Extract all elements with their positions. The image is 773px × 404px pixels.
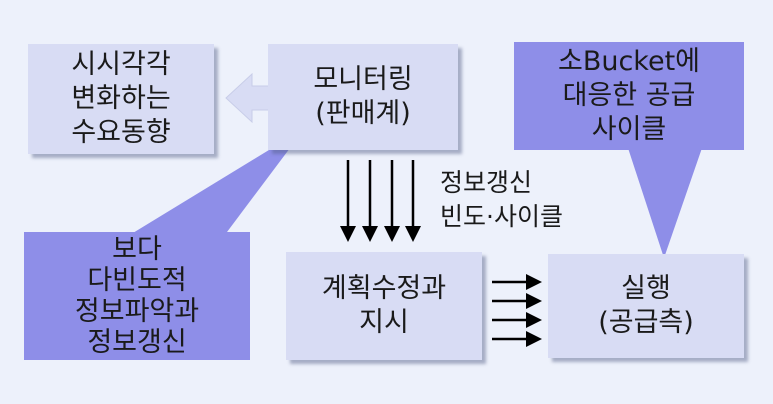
execution-line-1: 실행	[621, 273, 671, 304]
changing-demand-line-1: 시시각각	[71, 49, 171, 80]
changing-demand-line-2: 변화하는	[71, 83, 171, 114]
monitoring-line-1: 모니터링	[313, 64, 413, 95]
execution-box: 실행 (공급측)	[548, 254, 744, 358]
small-bucket-line-2: 대응한 공급	[562, 80, 696, 111]
plan-revision-box: 계획수정과 지시	[286, 252, 482, 360]
execution-line-2: (공급측)	[598, 307, 694, 338]
update-label-line-2: 빈도·사이클	[440, 202, 563, 231]
plan-revision-line-1: 계획수정과	[321, 273, 447, 304]
frequent-info-callout-tail	[128, 128, 305, 236]
frequent-info-line-1: 보다	[112, 234, 162, 265]
small-bucket-callout-tail	[628, 148, 702, 258]
small-bucket-box: 소Bucket에 대응한 공급 사이클	[514, 42, 744, 150]
plan-revision-line-2: 지시	[359, 307, 409, 338]
small-bucket-line-3: 사이클	[591, 114, 667, 145]
frequent-info-line-3: 정보파악과	[74, 296, 200, 327]
update-frequency-label: 정보갱신 빈도·사이클	[440, 166, 563, 234]
small-bucket-line-1: 소Bucket에	[557, 46, 701, 77]
changing-demand-box: 시시각각 변화하는 수요동향	[28, 44, 214, 154]
changing-demand-line-3: 수요동향	[71, 117, 171, 148]
frequent-info-line-4: 정보갱신	[87, 327, 187, 358]
monitoring-box: 모니터링 (판매계)	[268, 44, 458, 150]
frequent-info-line-2: 다빈도적	[87, 265, 187, 296]
frequent-info-box: 보다 다빈도적 정보파악과 정보갱신	[24, 232, 250, 360]
down-arrows	[340, 160, 421, 242]
monitoring-line-2: (판매계)	[315, 98, 411, 129]
right-arrows	[492, 274, 542, 347]
update-label-line-1: 정보갱신	[440, 168, 533, 197]
